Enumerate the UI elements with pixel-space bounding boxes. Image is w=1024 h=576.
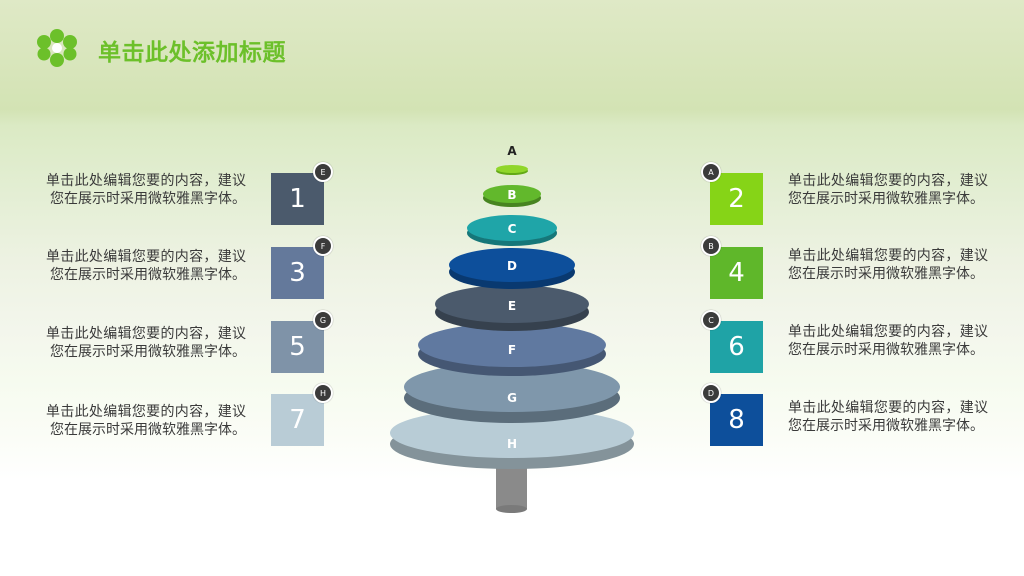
tree-trunk-base <box>496 505 527 513</box>
right-item-2-text: 单击此处编辑您要的内容，建议您在展示时采用微软雅黑字体。 <box>788 248 988 282</box>
left-item-1-badge: E <box>313 162 333 182</box>
layer-d-label: D <box>507 259 517 273</box>
layer-a-label: A <box>507 144 517 158</box>
left-item-3-text: 单击此处编辑您要的内容，建议您在展示时采用微软雅黑字体。 <box>46 326 246 360</box>
layer-b: B <box>483 185 541 207</box>
layer-e-label: E <box>508 299 516 313</box>
right-item-1-box: 2 <box>710 173 763 225</box>
layer-e: E <box>435 285 589 331</box>
right-item-2-number: 4 <box>728 258 745 288</box>
right-item-4-box: 8 <box>710 394 763 446</box>
left-item-2-badge: F <box>313 236 333 256</box>
left-item-4-badge: H <box>313 383 333 403</box>
left-item-4-box: 7 <box>271 394 324 446</box>
right-item-1-text: 单击此处编辑您要的内容，建议您在展示时采用微软雅黑字体。 <box>788 173 988 207</box>
right-item-2-badge: B <box>701 236 721 256</box>
layer-h-label: H <box>507 437 517 451</box>
layer-g-label: G <box>507 391 517 405</box>
right-item-4-text: 单击此处编辑您要的内容，建议您在展示时采用微软雅黑字体。 <box>788 400 988 434</box>
left-item-2-number: 3 <box>289 258 306 288</box>
right-item-1-badge: A <box>701 162 721 182</box>
layer-h: H <box>390 408 634 469</box>
left-item-4-text: 单击此处编辑您要的内容，建议您在展示时采用微软雅黑字体。 <box>46 404 246 438</box>
left-item-1-text: 单击此处编辑您要的内容，建议您在展示时采用微软雅黑字体。 <box>46 173 246 207</box>
layer-c-label: C <box>508 222 517 236</box>
layer-a <box>496 165 528 175</box>
right-item-3-number: 6 <box>728 332 745 362</box>
page-title: 单击此处添加标题 <box>98 40 286 66</box>
right-item-2-box: 4 <box>710 247 763 299</box>
flower-logo-icon <box>37 29 77 67</box>
layer-g: G <box>404 362 620 423</box>
left-item-2-text: 单击此处编辑您要的内容，建议您在展示时采用微软雅黑字体。 <box>46 249 246 283</box>
right-item-3-text: 单击此处编辑您要的内容，建议您在展示时采用微软雅黑字体。 <box>788 324 988 358</box>
layer-d: D <box>449 248 575 289</box>
left-item-3-number: 5 <box>289 332 306 362</box>
right-item-3-box: 6 <box>710 321 763 373</box>
left-item-2-box: 3 <box>271 247 324 299</box>
right-item-3-badge: C <box>701 310 721 330</box>
left-item-3-badge: G <box>313 310 333 330</box>
layer-b-label: B <box>507 188 516 202</box>
right-item-4-badge: D <box>701 383 721 403</box>
layer-f: F <box>418 323 606 376</box>
right-item-1-number: 2 <box>728 184 745 214</box>
left-item-1-box: 1 <box>271 173 324 225</box>
layer-f-label: F <box>508 343 516 357</box>
left-item-1-number: 1 <box>289 184 306 214</box>
right-item-4-number: 8 <box>728 405 745 435</box>
layer-c: C <box>467 215 557 246</box>
left-item-3-box: 5 <box>271 321 324 373</box>
left-item-4-number: 7 <box>289 405 306 435</box>
